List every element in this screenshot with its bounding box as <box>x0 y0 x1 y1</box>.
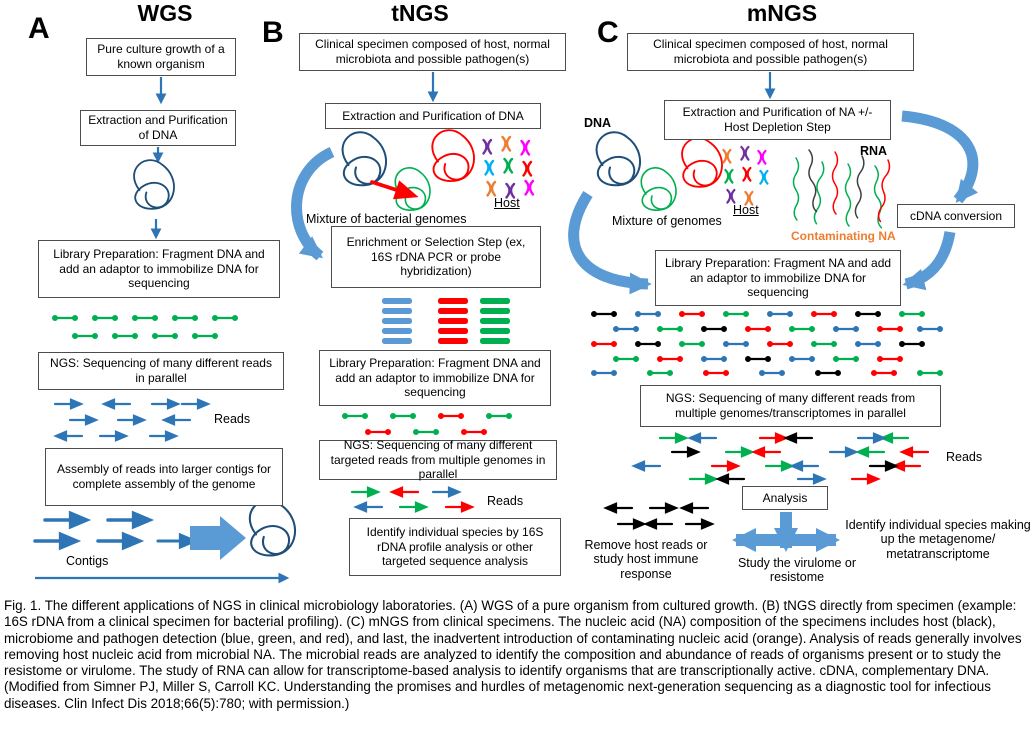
wgs-box-extraction: Extraction and Purification of DNA <box>80 110 236 146</box>
rna-label: RNA <box>860 144 888 158</box>
dna-label: DNA <box>584 116 612 130</box>
tngs-box-library-prep: Library Preparation: Fragment DNA and ad… <box>319 350 551 406</box>
curved-arrow-rna-to-cdna-icon <box>901 110 979 204</box>
dna-fragment-icons <box>51 315 238 339</box>
cross-arrows-icon <box>732 512 840 552</box>
mixture-bacterial-genomes-label: Mixture of bacterial genomes <box>306 212 467 226</box>
mngs-box-ngs: NGS: Sequencing of many different reads … <box>640 385 941 427</box>
host-label-b: Host <box>494 196 520 210</box>
tngs-box-identify: Identify individual species by 16S rDNA … <box>349 518 561 576</box>
mngs-title: mNGS <box>746 0 818 26</box>
wgs-box-library-prep: Library Preparation: Fragment DNA and ad… <box>38 240 280 298</box>
host-chromosomes-icon-b <box>482 135 535 199</box>
analysis-right-text: Identify individual species making up th… <box>845 518 1031 561</box>
genome-mixture-icon-b <box>341 129 475 211</box>
reads-icons-a <box>53 398 210 442</box>
mngs-box-analysis: Analysis <box>742 486 828 510</box>
probe-bars-icon <box>382 298 510 344</box>
reads-label-c: Reads <box>946 450 983 464</box>
genome-mixture-icon-c <box>595 131 723 211</box>
wgs-box-ngs: NGS: Sequencing of many different reads … <box>38 352 284 390</box>
host-chromosomes-icon-c <box>722 145 769 206</box>
contigs-label: Contigs <box>66 554 109 568</box>
panel-a-flow-arrows <box>35 77 290 584</box>
contaminating-na-label: Contaminating NA <box>791 229 896 243</box>
reads-label-b: Reads <box>487 494 524 508</box>
reads-icons-c <box>632 432 930 485</box>
panel-letter-a: A <box>28 12 50 45</box>
host-label-c: Host <box>733 203 759 217</box>
diagram-art <box>33 72 979 584</box>
mixture-genomes-label: Mixture of genomes <box>612 214 722 228</box>
mngs-box-cdna-conversion: cDNA conversion <box>897 204 1015 228</box>
mngs-box-library-prep: Library Preparation: Fragment NA and add… <box>655 250 901 306</box>
dna-fragment-icons-b <box>342 413 512 435</box>
tngs-box-extraction: Extraction and Purification of DNA <box>325 103 541 129</box>
reads-label-a: Reads <box>214 412 251 426</box>
wgs-box-pure-culture: Pure culture growth of a known organism <box>86 38 236 76</box>
figure-caption: Fig. 1. The different applications of NG… <box>4 598 1022 711</box>
host-reads-icons <box>604 502 714 530</box>
curved-arrow-genomes-to-library-icon <box>568 191 652 295</box>
panel-letter-b: B <box>262 16 284 49</box>
curved-arrow-enrichment-icon <box>291 146 335 261</box>
panel-letter-c: C <box>597 16 619 49</box>
block-arrow-right-icon <box>190 516 246 560</box>
tngs-box-specimen: Clinical specimen composed of host, norm… <box>299 33 566 71</box>
wgs-title: WGS <box>137 0 193 26</box>
analysis-left-text: Remove host reads or study host immune r… <box>584 538 708 581</box>
rna-strands-icon <box>792 148 892 229</box>
na-fragment-icons-c <box>590 311 944 376</box>
tngs-box-enrichment: Enrichment or Selection Step (ex, 16S rD… <box>331 226 541 288</box>
mngs-box-extraction: Extraction and Purification of NA +/- Ho… <box>664 100 891 140</box>
wgs-box-assembly: Assembly of reads into larger contigs fo… <box>45 448 283 506</box>
tngs-box-ngs: NGS: Sequencing of many different target… <box>319 438 557 481</box>
tngs-title: tNGS <box>391 0 449 26</box>
reads-icons-b <box>350 486 474 513</box>
analysis-bottom-text: Study the virulome or resistome <box>737 556 857 585</box>
curved-arrow-cdna-to-library-icon <box>902 230 956 291</box>
mngs-box-specimen: Clinical specimen composed of host, norm… <box>627 33 914 71</box>
contig-icons <box>33 511 196 550</box>
